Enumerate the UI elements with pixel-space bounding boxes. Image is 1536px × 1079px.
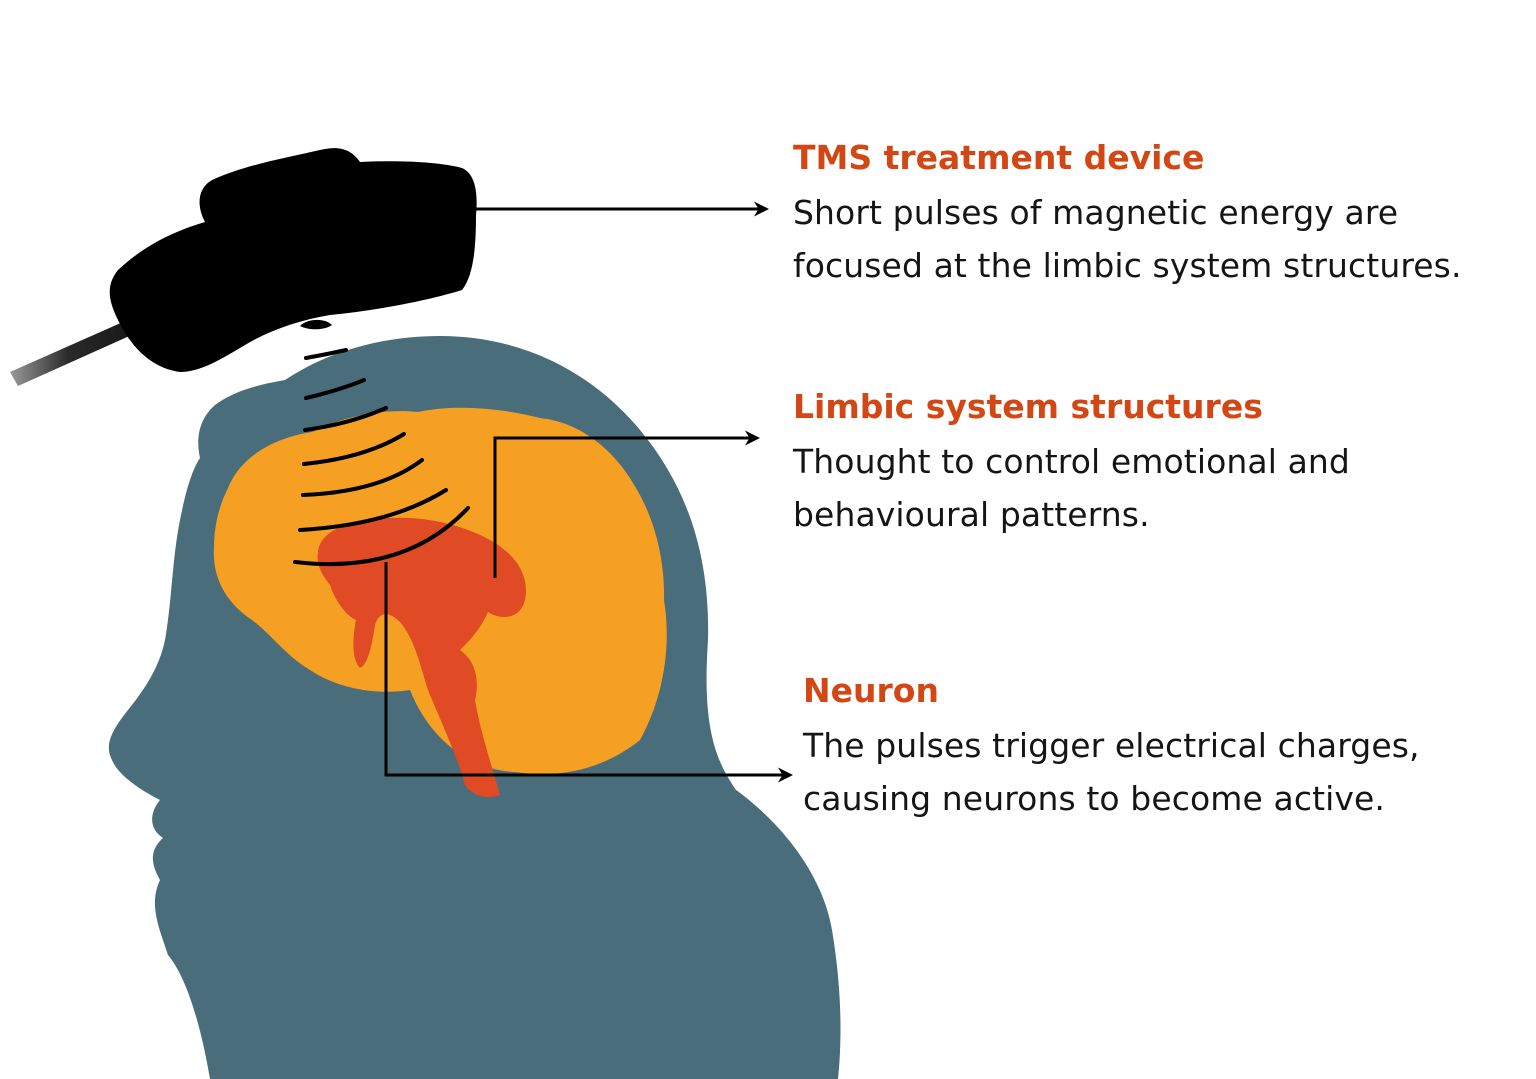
callout-text-line: Short pulses of magnetic energy are xyxy=(793,193,1399,233)
limbic-arrow xyxy=(493,430,760,578)
pulse-arc-3 xyxy=(303,406,388,432)
pulse-arc-4 xyxy=(302,432,406,466)
callout-text-line: The pulses trigger electrical charges, xyxy=(803,726,1420,766)
limbic-structure xyxy=(317,517,526,797)
callout-text-line: focused at the limbic system structures. xyxy=(793,246,1462,286)
device-cable xyxy=(10,310,156,386)
callout-title-neuron: Neuron xyxy=(803,671,939,710)
pulse-arc-1 xyxy=(304,348,348,360)
callout-title-limbic-system: Limbic system structures xyxy=(793,387,1263,426)
magnetic-pulse-waves xyxy=(293,348,470,567)
connector-lines xyxy=(384,201,793,783)
callout-neuron: Neuron The pulses trigger electrical cha… xyxy=(803,671,1420,825)
callout-text-line: causing neurons to become active. xyxy=(803,779,1385,819)
pulse-arc-6 xyxy=(298,488,448,532)
callout-tms-device: TMS treatment device Short pulses of mag… xyxy=(793,138,1462,292)
callout-title-tms-device: TMS treatment device xyxy=(793,138,1205,177)
pulse-arc-5 xyxy=(301,458,424,497)
tms-device-body xyxy=(109,148,477,372)
callout-limbic-system: Limbic system structures Thought to cont… xyxy=(793,387,1350,541)
neuron-arrow xyxy=(384,562,793,783)
tms-device xyxy=(300,319,332,330)
pulse-arc-2 xyxy=(304,378,366,400)
callout-text-line: Thought to control emotional and xyxy=(793,442,1350,482)
callout-text-line: behavioural patterns. xyxy=(793,495,1150,535)
pulse-arc-7 xyxy=(293,506,470,567)
